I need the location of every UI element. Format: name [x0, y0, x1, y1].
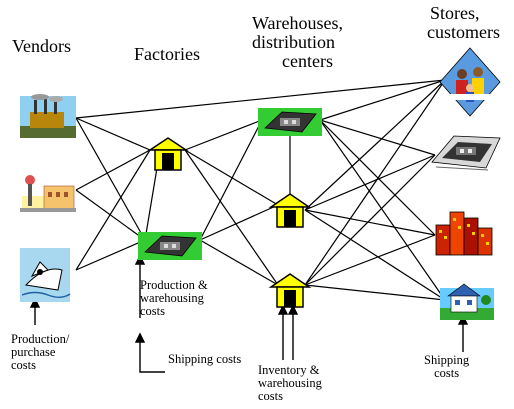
house-building-icon	[268, 193, 312, 228]
link	[199, 204, 279, 241]
link	[184, 149, 279, 206]
link	[184, 119, 263, 151]
link	[199, 239, 279, 286]
link	[184, 149, 279, 286]
arrowhead	[277, 304, 289, 315]
note-line: costs	[140, 304, 165, 318]
note-line: Production &	[140, 278, 208, 292]
note-shipping-costs-left: Shipping costs	[168, 352, 242, 366]
house-icon	[440, 283, 494, 320]
link	[304, 209, 436, 236]
link	[75, 149, 151, 191]
link	[75, 239, 146, 271]
link	[319, 119, 446, 301]
arrowhead	[134, 332, 146, 343]
computer-chip-icon	[431, 135, 501, 171]
water-tower-plant-icon	[20, 175, 76, 212]
link	[304, 79, 446, 211]
cargo-ship-icon	[20, 248, 71, 302]
note-shipping-costs-right: Shipping costs	[424, 354, 469, 380]
link	[304, 209, 446, 301]
link	[304, 154, 436, 211]
note-line: warehousing	[258, 376, 322, 390]
header-warehouses: Warehouses, distribution centers	[252, 14, 343, 71]
link	[75, 117, 146, 241]
note-production-purchase: Production/ purchase costs	[11, 333, 69, 372]
arrow-shipping-left	[139, 340, 165, 373]
note-production-warehousing: Production & warehousing costs	[140, 279, 208, 318]
house-building-icon	[268, 273, 312, 308]
people-group-icon	[439, 47, 501, 117]
header-warehouses-line3: centers	[282, 51, 333, 71]
network-links	[75, 79, 446, 301]
header-warehouses-line2: distribution	[252, 32, 336, 52]
link	[199, 119, 263, 241]
header-stores: Stores, customers	[427, 4, 500, 42]
note-line: costs	[11, 358, 36, 372]
factory-smokestack-icon	[20, 94, 76, 138]
arrowhead	[287, 304, 299, 315]
link	[319, 79, 446, 121]
link	[304, 284, 446, 301]
city-skyline-icon	[435, 211, 493, 256]
link	[304, 154, 436, 286]
arrowhead	[29, 297, 41, 308]
note-line: costs	[434, 366, 460, 380]
note-line: Production/	[11, 332, 70, 346]
link	[304, 234, 436, 286]
link	[75, 117, 151, 151]
header-stores-line1: Stores,	[430, 3, 480, 23]
link	[319, 119, 436, 156]
circuit-board-icon	[138, 232, 202, 260]
header-warehouses-line1: Warehouses,	[252, 13, 344, 33]
cost-arrows	[29, 254, 469, 373]
link	[319, 119, 436, 236]
link	[75, 149, 151, 271]
link	[304, 79, 446, 286]
note-inventory-warehousing: Inventory & warehousing costs	[258, 364, 322, 403]
header-vendors: Vendors	[12, 36, 71, 56]
note-line: Inventory &	[258, 363, 320, 377]
note-line: warehousing	[140, 291, 204, 305]
note-line: costs	[258, 389, 283, 403]
link	[75, 79, 446, 119]
house-building-icon	[147, 137, 189, 171]
header-stores-line2: customers	[427, 22, 500, 42]
circuit-board-icon	[258, 108, 322, 136]
header-factories: Factories	[134, 44, 200, 64]
note-line: purchase	[11, 345, 56, 359]
note-line: Shipping	[424, 353, 470, 367]
